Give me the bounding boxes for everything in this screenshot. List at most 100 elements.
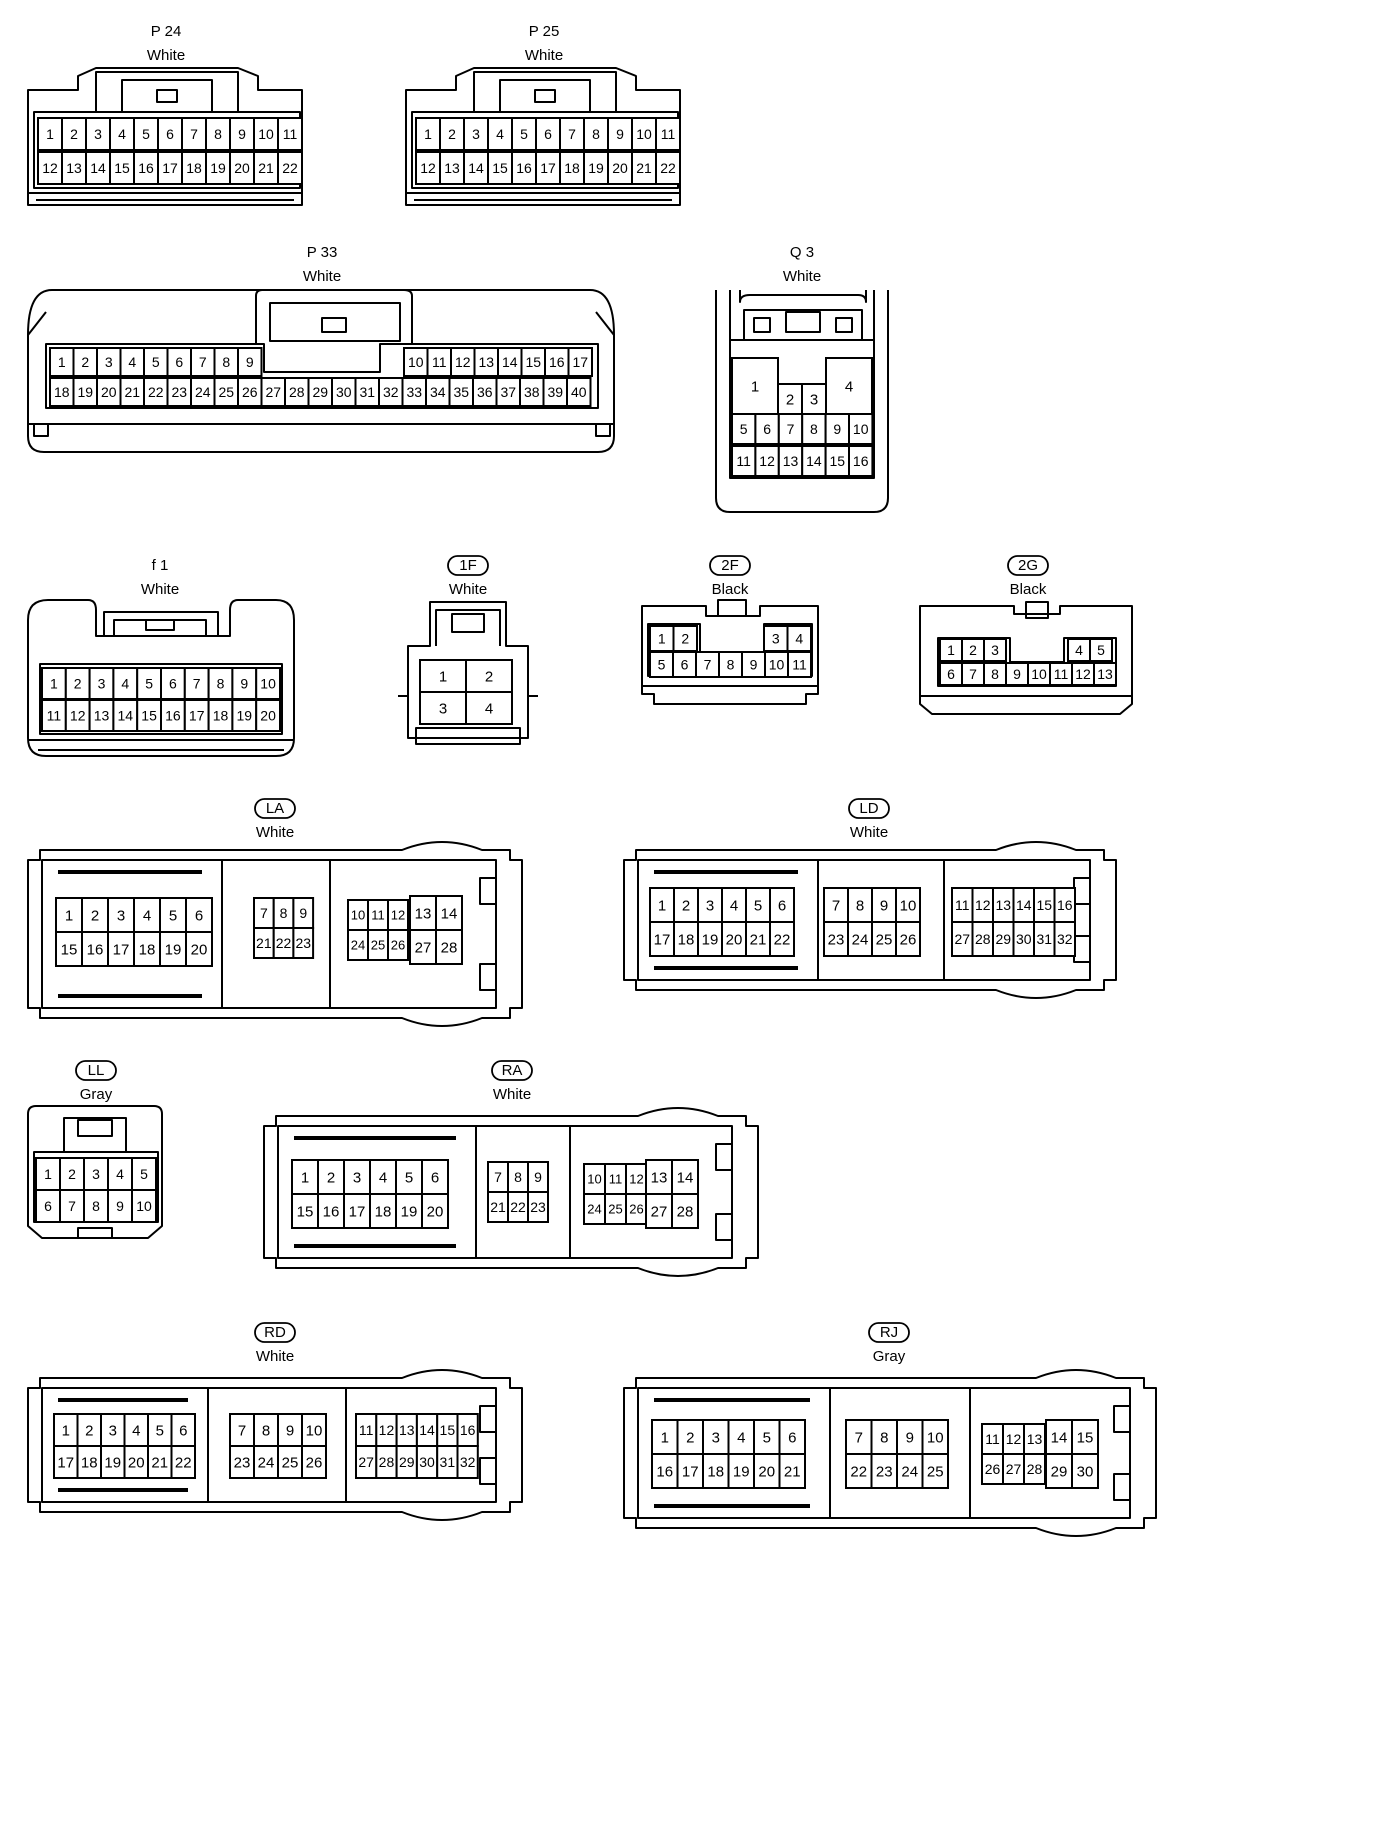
pin-number: 6 <box>44 1198 52 1214</box>
pin-cavity: 13 <box>777 445 804 477</box>
pin-cell <box>983 638 1007 662</box>
pin-cavity: 17 <box>676 1453 704 1489</box>
pin-cavity: 12 <box>971 887 994 923</box>
pin-number: 14 <box>118 708 134 724</box>
pin-number: 1 <box>65 907 73 924</box>
pin-cavity: 4 <box>1067 638 1091 662</box>
housing-outline <box>715 290 889 513</box>
pin-number: 16 <box>460 1422 476 1438</box>
housing-outline <box>27 1105 163 1239</box>
pin-cavity: 7 <box>229 1413 255 1447</box>
pin-cavity: 30 <box>1012 921 1035 957</box>
connector-code: P 24 <box>151 23 182 40</box>
pin-cell <box>702 1419 730 1455</box>
pin-number: 4 <box>795 631 803 647</box>
pin-cell <box>655 151 681 185</box>
pin-number: 18 <box>139 941 156 958</box>
pin-cell <box>631 151 657 185</box>
pin-cavity: 7 <box>845 1419 873 1455</box>
pin-number: 10 <box>258 126 274 142</box>
pin-cavity: 6 <box>35 1189 61 1223</box>
pin-number: 5 <box>142 126 150 142</box>
pin-number: 9 <box>534 1169 542 1185</box>
pin-number: 7 <box>68 1198 76 1214</box>
pin-cavity: 3 <box>107 897 135 933</box>
pin-number: 5 <box>740 421 748 437</box>
pin-number: 17 <box>654 931 671 948</box>
pin-number: 9 <box>246 354 254 370</box>
connector-code-frame <box>868 1322 910 1343</box>
pin-cavity: 32 <box>1053 921 1076 957</box>
pin-cell <box>631 117 657 151</box>
pin-number: 13 <box>1097 666 1113 682</box>
pin-frame <box>45 343 599 409</box>
pin-number: 27 <box>358 1454 374 1470</box>
pin-number: 11 <box>1054 666 1069 682</box>
pin-number: 9 <box>750 657 758 673</box>
pin-number: 11 <box>47 708 62 724</box>
pin-cavity: 14 <box>801 445 827 477</box>
pin-cavity: 9 <box>237 347 263 377</box>
pin-cavity: 4 <box>109 117 135 151</box>
pin-number: 10 <box>136 1198 152 1214</box>
connector-color: White <box>147 47 185 64</box>
pin-number: 19 <box>77 384 93 400</box>
pin-cell <box>559 117 585 151</box>
pin-number: 15 <box>830 453 846 469</box>
pin-number: 17 <box>189 708 205 724</box>
pin-cavity: 5 <box>753 1419 781 1455</box>
pin-cavity: 27 <box>1002 1453 1025 1485</box>
pin-number: 21 <box>256 935 272 951</box>
pin-number: 40 <box>571 384 587 400</box>
pin-number: 29 <box>312 384 328 400</box>
pin-cavity: 10 <box>347 899 369 931</box>
connector-code-frame <box>709 555 751 576</box>
pin-cavity: 1 <box>731 357 779 415</box>
pin-cavity: 8 <box>253 1413 279 1447</box>
pin-number: 4 <box>128 354 136 370</box>
pin-number: 7 <box>190 126 198 142</box>
pin-number: 21 <box>490 1199 506 1215</box>
pin-number: 13 <box>94 708 110 724</box>
pin-number: 4 <box>485 700 493 717</box>
pin-cavity: 28 <box>671 1193 699 1229</box>
pin-number: 18 <box>678 931 695 948</box>
pin-cavity: 7 <box>183 667 210 700</box>
pin-cavity: 29 <box>307 377 333 407</box>
pin-number: 19 <box>104 1454 121 1471</box>
pin-number: 4 <box>496 126 504 142</box>
pin-cavity: 8 <box>718 651 743 678</box>
pin-cavity: 11 <box>655 117 681 151</box>
connector-code-frame <box>254 798 296 819</box>
pin-cavity: 18 <box>673 921 699 957</box>
pin-number: 23 <box>171 384 187 400</box>
pin-number: 1 <box>947 642 955 658</box>
pin-number: 8 <box>991 666 999 682</box>
pin-number: 21 <box>151 1454 168 1471</box>
pin-cavity: 4 <box>123 1413 149 1447</box>
pin-number: 1 <box>44 1166 52 1182</box>
pin-cavity: 22 <box>272 927 295 959</box>
connector-code: RD <box>264 1324 286 1341</box>
pin-number: 12 <box>1075 666 1091 682</box>
pin-cavity: 16 <box>456 1413 479 1447</box>
pin-number: 5 <box>156 1422 164 1439</box>
pin-cavity: 15 <box>487 151 513 185</box>
pin-cavity: 9 <box>277 1413 303 1447</box>
pin-number: 10 <box>769 657 785 673</box>
pin-cavity: 23 <box>823 921 849 957</box>
pin-number: 8 <box>810 421 818 437</box>
pin-cavity: 25 <box>367 929 389 961</box>
pin-number: 24 <box>587 1202 601 1217</box>
pin-number: 11 <box>359 1422 374 1438</box>
pin-cell <box>465 659 513 693</box>
pin-cavity: 4 <box>786 625 812 652</box>
pin-cavity: 17 <box>53 1445 79 1479</box>
housing-latch <box>103 611 219 636</box>
pin-cavity: 2 <box>465 659 513 693</box>
connector-code: P 33 <box>307 244 338 261</box>
latch-tab <box>753 317 771 333</box>
pin-cavity: 12 <box>1002 1423 1025 1455</box>
